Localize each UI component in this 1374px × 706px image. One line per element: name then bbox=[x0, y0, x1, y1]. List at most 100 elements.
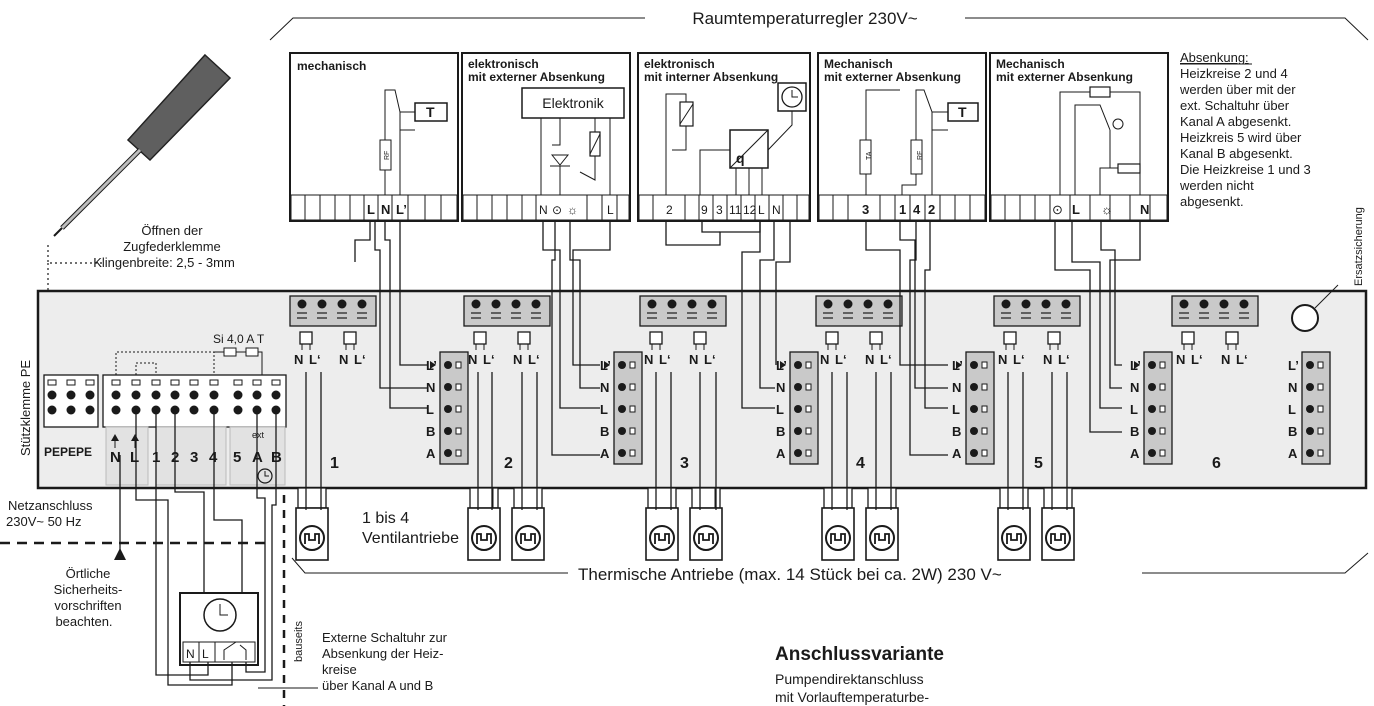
anschluss-sub-1: Pumpendirektanschluss bbox=[775, 671, 924, 687]
sicherheit-line: Sicherheits- bbox=[54, 582, 123, 597]
thermostat-4-title: Mechanisch bbox=[824, 57, 893, 71]
actuator-term-label: L‘ bbox=[1058, 352, 1070, 367]
t1-sensor-label: RF bbox=[384, 151, 391, 160]
zone-term-label: L bbox=[600, 402, 608, 417]
thermostat-2-title: elektronisch bbox=[468, 57, 539, 71]
actuator-term-label: L‘ bbox=[309, 352, 321, 367]
fuse-label: Si 4,0 A T bbox=[213, 332, 265, 346]
svg-text:T: T bbox=[426, 104, 435, 120]
thermostat-terminal-strips bbox=[290, 194, 1168, 221]
actuator-term-label: N bbox=[998, 352, 1007, 367]
absenkung-line: werden über mit der bbox=[1179, 82, 1296, 97]
arrow-up-icon bbox=[114, 548, 126, 560]
pe-label: PEPEPE bbox=[44, 445, 92, 459]
zone-term-label: B bbox=[952, 424, 961, 439]
actuator-term-label: N bbox=[865, 352, 874, 367]
actuator-term-label: L‘ bbox=[1236, 352, 1248, 367]
t1-term-l: L bbox=[367, 202, 375, 217]
svg-text:L: L bbox=[202, 647, 209, 661]
t4-term-2: 2 bbox=[928, 202, 935, 217]
actuator-term-label: L‘ bbox=[835, 352, 847, 367]
sicherheit-line: beachten. bbox=[55, 614, 112, 629]
screwdriver-line: Klingenbreite: 2,5 - 3mm bbox=[93, 255, 235, 270]
terminal-5: 5 bbox=[233, 449, 241, 466]
thermostat-4-schematic: T bbox=[859, 89, 979, 195]
thermostat-3-title: elektronisch bbox=[644, 57, 715, 71]
t5-term-sun: ☼ bbox=[1101, 202, 1113, 217]
ventil-line2: Ventilantriebe bbox=[362, 530, 459, 547]
zone-term-label: B bbox=[1130, 424, 1139, 439]
spare-fuse bbox=[1291, 304, 1319, 332]
thermal-actuator-icon bbox=[1041, 487, 1075, 561]
zone-term-label: N bbox=[600, 380, 609, 395]
netz-line2: 230V~ 50 Hz bbox=[6, 514, 82, 529]
actuator-term-label: L‘ bbox=[354, 352, 366, 367]
thermal-actuator-icon bbox=[645, 487, 679, 561]
actuator-term-label: L‘ bbox=[528, 352, 540, 367]
zone-term-label: N bbox=[776, 380, 785, 395]
thermostat-2-subtitle: mit externer Absenkung bbox=[468, 70, 605, 84]
schaltuhr-note: Externe Schaltuhr zur Absenkung der Heiz… bbox=[322, 630, 448, 693]
thermostat-3-subtitle: mit interner Absenkung bbox=[644, 70, 778, 84]
t3-term-2: 2 bbox=[666, 203, 673, 217]
absenkung-heading: Absenkung: bbox=[1180, 50, 1249, 65]
anschluss-title: Anschlussvariante bbox=[775, 644, 944, 665]
actuator-term-label: L‘ bbox=[659, 352, 671, 367]
actuator-term-label: L‘ bbox=[880, 352, 892, 367]
sicherheit-line: vorschriften bbox=[54, 598, 121, 613]
t4-sensor-label2: RF bbox=[917, 151, 924, 160]
thermostat-1-schematic: T bbox=[379, 89, 448, 195]
ersatzsicherung-label: Ersatzsicherung bbox=[1353, 207, 1365, 286]
ext-label: ext bbox=[252, 430, 265, 440]
thermal-actuator-icon bbox=[295, 487, 329, 561]
actuator-term-label: N bbox=[1176, 352, 1185, 367]
internal-bridges bbox=[115, 347, 263, 375]
terminal-n: N bbox=[110, 449, 121, 466]
thermostat-5-title: Mechanisch bbox=[996, 57, 1065, 71]
actuator-term-label: N bbox=[294, 352, 303, 367]
absenkung-line: abgesenkt. bbox=[1180, 194, 1244, 209]
thermostat-2-schematic bbox=[521, 87, 625, 195]
absenkung-line: Kanal A abgesenkt. bbox=[1180, 114, 1291, 129]
actuator-term-label: L‘ bbox=[704, 352, 716, 367]
t5-term-l: L bbox=[1072, 202, 1080, 217]
zone-term-label: L bbox=[426, 402, 434, 417]
zone-number: 4 bbox=[856, 455, 865, 472]
absenkung-line: ext. Schaltuhr über bbox=[1180, 98, 1290, 113]
zone-term-label: A bbox=[952, 446, 962, 461]
t1-term-n: N bbox=[381, 202, 390, 217]
zone-term-label: A bbox=[426, 446, 436, 461]
actuators bbox=[295, 487, 1075, 561]
zone-term-label: L bbox=[776, 402, 784, 417]
actuator-wires bbox=[305, 372, 1068, 510]
thermal-actuator-icon bbox=[997, 487, 1031, 561]
zone-term-label: L bbox=[1130, 402, 1138, 417]
header-title: Raumtemperaturregler 230V~ bbox=[692, 9, 917, 28]
t3-term-12: 12 bbox=[743, 203, 757, 217]
stuetzklemme-label: Stützklemme PE bbox=[18, 360, 33, 456]
zone-term-label: A bbox=[1288, 446, 1298, 461]
actuator-term-label: N bbox=[1043, 352, 1052, 367]
anschluss-sub-2: mit Vorlauftemperaturbe- bbox=[775, 689, 929, 705]
actuator-term-label: N bbox=[513, 352, 522, 367]
schaltuhr-line: über Kanal A und B bbox=[322, 678, 433, 693]
schaltuhr-line: kreise bbox=[322, 662, 357, 677]
thermostat-3-schematic bbox=[665, 82, 807, 195]
zone-term-label: N bbox=[952, 380, 961, 395]
header-bracket bbox=[269, 17, 1369, 41]
bottom-bracket bbox=[291, 557, 568, 574]
schaltuhr-line: Absenkung der Heiz- bbox=[322, 646, 443, 661]
t3-term-l: L bbox=[758, 203, 765, 217]
t1-term-l2: L’ bbox=[396, 202, 407, 217]
clock-icon bbox=[257, 468, 273, 484]
thermal-actuator-icon bbox=[865, 487, 899, 561]
t5-term-n: N bbox=[1140, 202, 1149, 217]
zone-number: 1 bbox=[330, 455, 339, 472]
thermal-actuator-icon bbox=[689, 487, 723, 561]
actuator-term-label: N bbox=[1221, 352, 1230, 367]
pe-terminal-block bbox=[43, 374, 99, 428]
absenkung-line: Heizkreis 5 wird über bbox=[1180, 130, 1302, 145]
absenkung-line: Kanal B abgesenkt. bbox=[1180, 146, 1293, 161]
